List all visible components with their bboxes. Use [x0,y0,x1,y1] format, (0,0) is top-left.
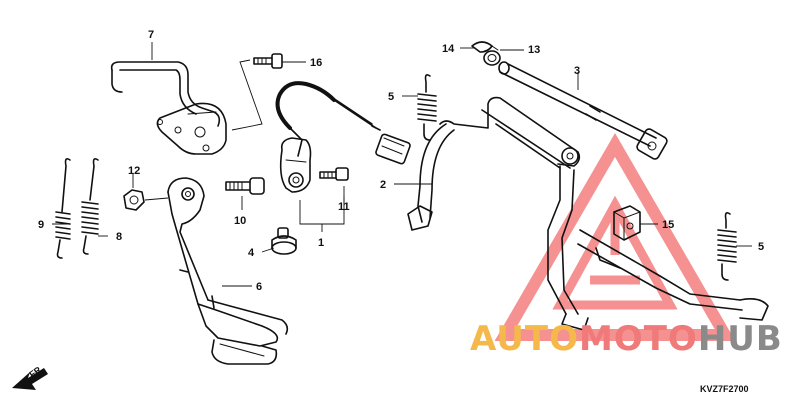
part-5-spring-upper [417,74,437,141]
callout-12: 12 [128,165,140,177]
callout-3: 3 [574,65,580,77]
watermark-text-moto: MOTO [579,319,698,359]
callout-7: 7 [148,29,154,41]
part-11-bolt [319,167,349,181]
part-7-bracket [110,61,227,155]
callout-14: 14 [442,43,455,55]
callout-1: 1 [318,237,324,249]
part-6-side-stand [167,177,289,365]
callout-2: 2 [380,179,386,191]
callout-9: 9 [38,219,44,231]
part-8-spring [81,158,99,255]
front-arrow-icon [12,368,48,390]
part-3-pivot-shaft [498,61,668,160]
callout-leaders [52,42,752,287]
part-4-rubber-stopper [271,227,297,255]
part-14-cotter-pin [471,41,499,53]
part-2-main-stand [407,96,769,331]
callout-11: 11 [338,201,350,213]
callout-16: 16 [310,57,322,69]
part-13-washer [483,50,501,66]
callout-15: 15 [662,219,674,231]
callout-4: 4 [248,247,255,259]
watermark-wordmark: AUTOMOTOHUB [470,319,783,359]
part-5-spring-lower [717,212,737,281]
part-16-bolt [253,53,283,69]
watermark-text-auto: AUTO [470,319,579,359]
front-direction-marker: FR. [12,363,48,390]
callout-8: 8 [116,231,122,243]
watermark-logo-triangle [494,133,736,341]
callout-10: 10 [234,215,246,227]
svg-text:AUTOMOTOHUB: AUTOMOTOHUB [470,319,783,359]
diagram-code: KVZ7F2700 [700,384,749,394]
callout-13: 13 [528,44,540,56]
callout-5-upper: 5 [388,91,394,103]
part-1-side-stand-switch [275,81,411,193]
callout-6: 6 [256,281,262,293]
part-10-pivot-bolt [225,177,265,195]
callout-labels: 7 16 12 9 8 10 4 6 1 11 14 13 3 5 2 15 5 [38,29,764,293]
part-12-nut [123,189,145,211]
part-9-spring [55,158,71,259]
watermark-text-hub: HUB [698,319,783,359]
part-15-clip-nut [613,205,641,241]
callout-5-lower: 5 [758,241,764,253]
